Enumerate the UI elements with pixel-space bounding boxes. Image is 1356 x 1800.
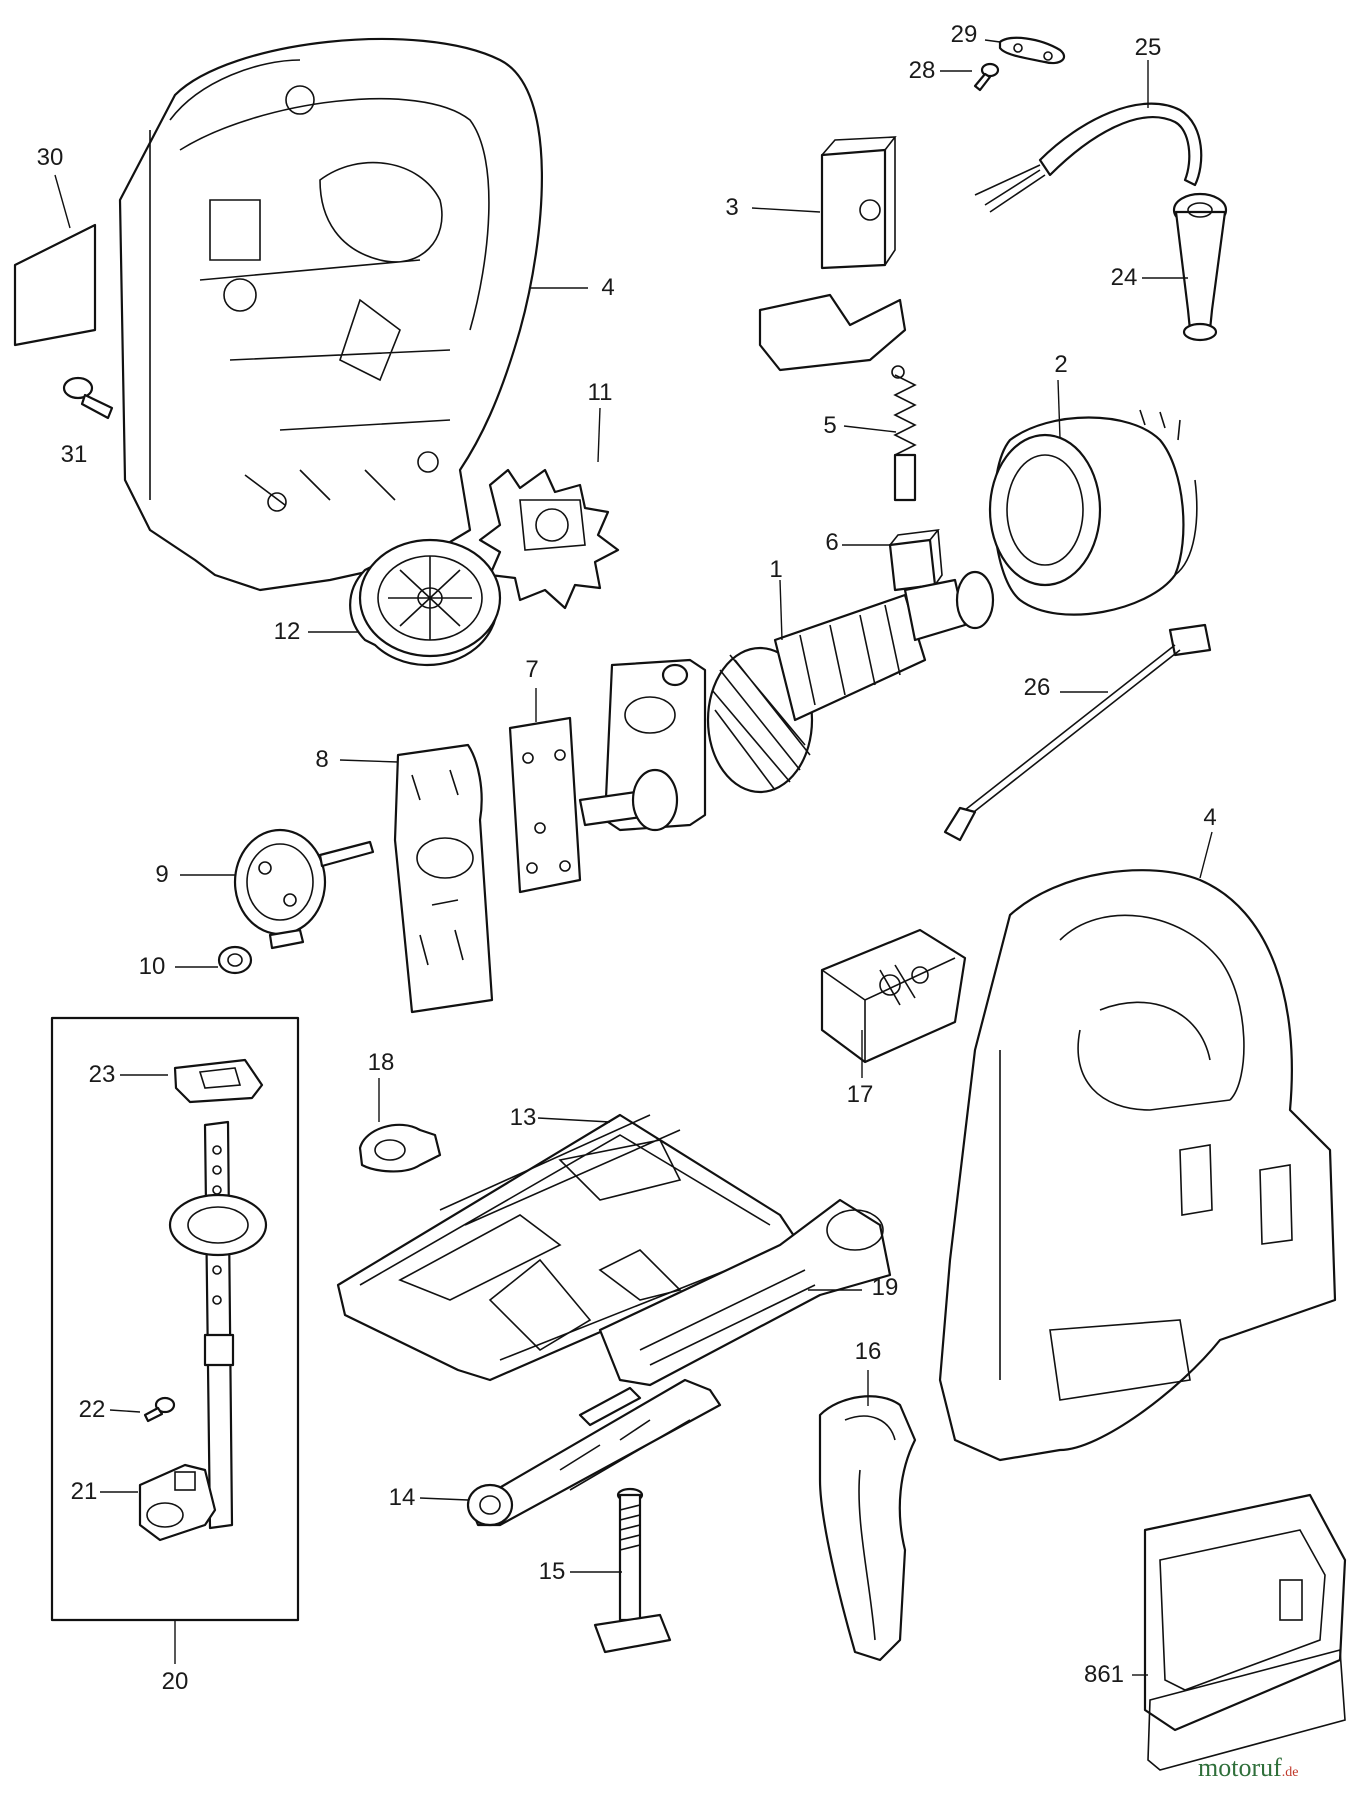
leader-1 xyxy=(779,579,783,641)
gear-plate xyxy=(393,743,494,1014)
carry-case xyxy=(1143,1493,1347,1771)
housing-assembled xyxy=(938,869,1337,1462)
callout-17: 17 xyxy=(846,1081,874,1108)
insert-17 xyxy=(820,928,967,1064)
callout-2: 2 xyxy=(1054,351,1068,378)
screw-31 xyxy=(62,376,114,420)
callout-22: 22 xyxy=(78,1396,106,1423)
housing-left-half xyxy=(118,37,543,592)
screw-22 xyxy=(143,1396,176,1423)
switch xyxy=(758,136,907,372)
callout-11: 11 xyxy=(587,379,613,406)
cord-protector xyxy=(1172,192,1228,342)
handle-cover xyxy=(818,1395,917,1662)
leader-2 xyxy=(1057,379,1061,439)
callout-24: 24 xyxy=(1110,264,1138,291)
brush-cap xyxy=(888,528,943,592)
gear-small xyxy=(478,468,620,610)
callout-9: 9 xyxy=(155,861,169,888)
gasket-plate xyxy=(508,716,582,894)
leader-13 xyxy=(537,1117,611,1123)
bolt xyxy=(593,1487,672,1654)
watermark-brand: motoruf xyxy=(1198,1753,1282,1782)
dust-port xyxy=(598,1198,892,1387)
callout-26: 26 xyxy=(1023,674,1051,701)
leader-8 xyxy=(339,759,399,763)
leader-22 xyxy=(109,1409,141,1413)
callout-861: 861 xyxy=(1083,1661,1125,1688)
stator xyxy=(988,409,1198,616)
screw-28 xyxy=(973,62,1000,92)
callout-6: 6 xyxy=(825,529,839,556)
leader-5 xyxy=(843,425,897,433)
callout-31: 31 xyxy=(60,441,88,468)
plunger-guide-23 xyxy=(173,1058,264,1104)
callout-8: 8 xyxy=(315,746,329,773)
leader-11 xyxy=(597,407,601,463)
callout-5: 5 xyxy=(823,412,837,439)
callout-23: 23 xyxy=(88,1061,116,1088)
leader-4b xyxy=(1199,831,1213,879)
blade-clamp xyxy=(138,1463,217,1542)
power-cord xyxy=(974,102,1203,213)
leader-29 xyxy=(984,39,1001,43)
gear-with-shaft xyxy=(233,828,375,950)
callout-14: 14 xyxy=(388,1484,416,1511)
plunger xyxy=(168,1120,268,1530)
callout-21: 21 xyxy=(70,1478,98,1505)
leader-3 xyxy=(751,207,821,213)
watermark-logo: motoruf.de xyxy=(1198,1755,1298,1781)
callout-16: 16 xyxy=(854,1338,882,1365)
sticker xyxy=(13,223,97,347)
callout-13: 13 xyxy=(509,1104,537,1131)
cord-clamp xyxy=(998,36,1066,65)
armature xyxy=(578,570,995,832)
callout-28: 28 xyxy=(908,57,936,84)
callout-30: 30 xyxy=(36,144,64,171)
bearing xyxy=(217,945,253,975)
callout-7: 7 xyxy=(525,656,539,683)
watermark-tld: .de xyxy=(1281,1765,1299,1780)
leader-30 xyxy=(54,174,71,229)
callout-29: 29 xyxy=(950,21,978,48)
callout-10: 10 xyxy=(138,953,166,980)
callout-19: 19 xyxy=(871,1274,899,1301)
wire-lead xyxy=(943,623,1212,842)
leader-14 xyxy=(419,1497,469,1501)
callout-18: 18 xyxy=(367,1049,395,1076)
callout-20: 20 xyxy=(161,1668,189,1695)
knob xyxy=(358,1123,442,1173)
lever xyxy=(466,1378,722,1527)
callout-15: 15 xyxy=(538,1558,566,1585)
carbon-brush xyxy=(891,365,917,502)
callout-4-top: 4 xyxy=(601,274,615,301)
gear-large xyxy=(349,538,502,667)
callout-4-bottom: 4 xyxy=(1203,804,1217,831)
callout-3: 3 xyxy=(725,194,739,221)
callout-25: 25 xyxy=(1134,34,1162,61)
callout-12: 12 xyxy=(273,618,301,645)
callout-1: 1 xyxy=(769,556,783,583)
